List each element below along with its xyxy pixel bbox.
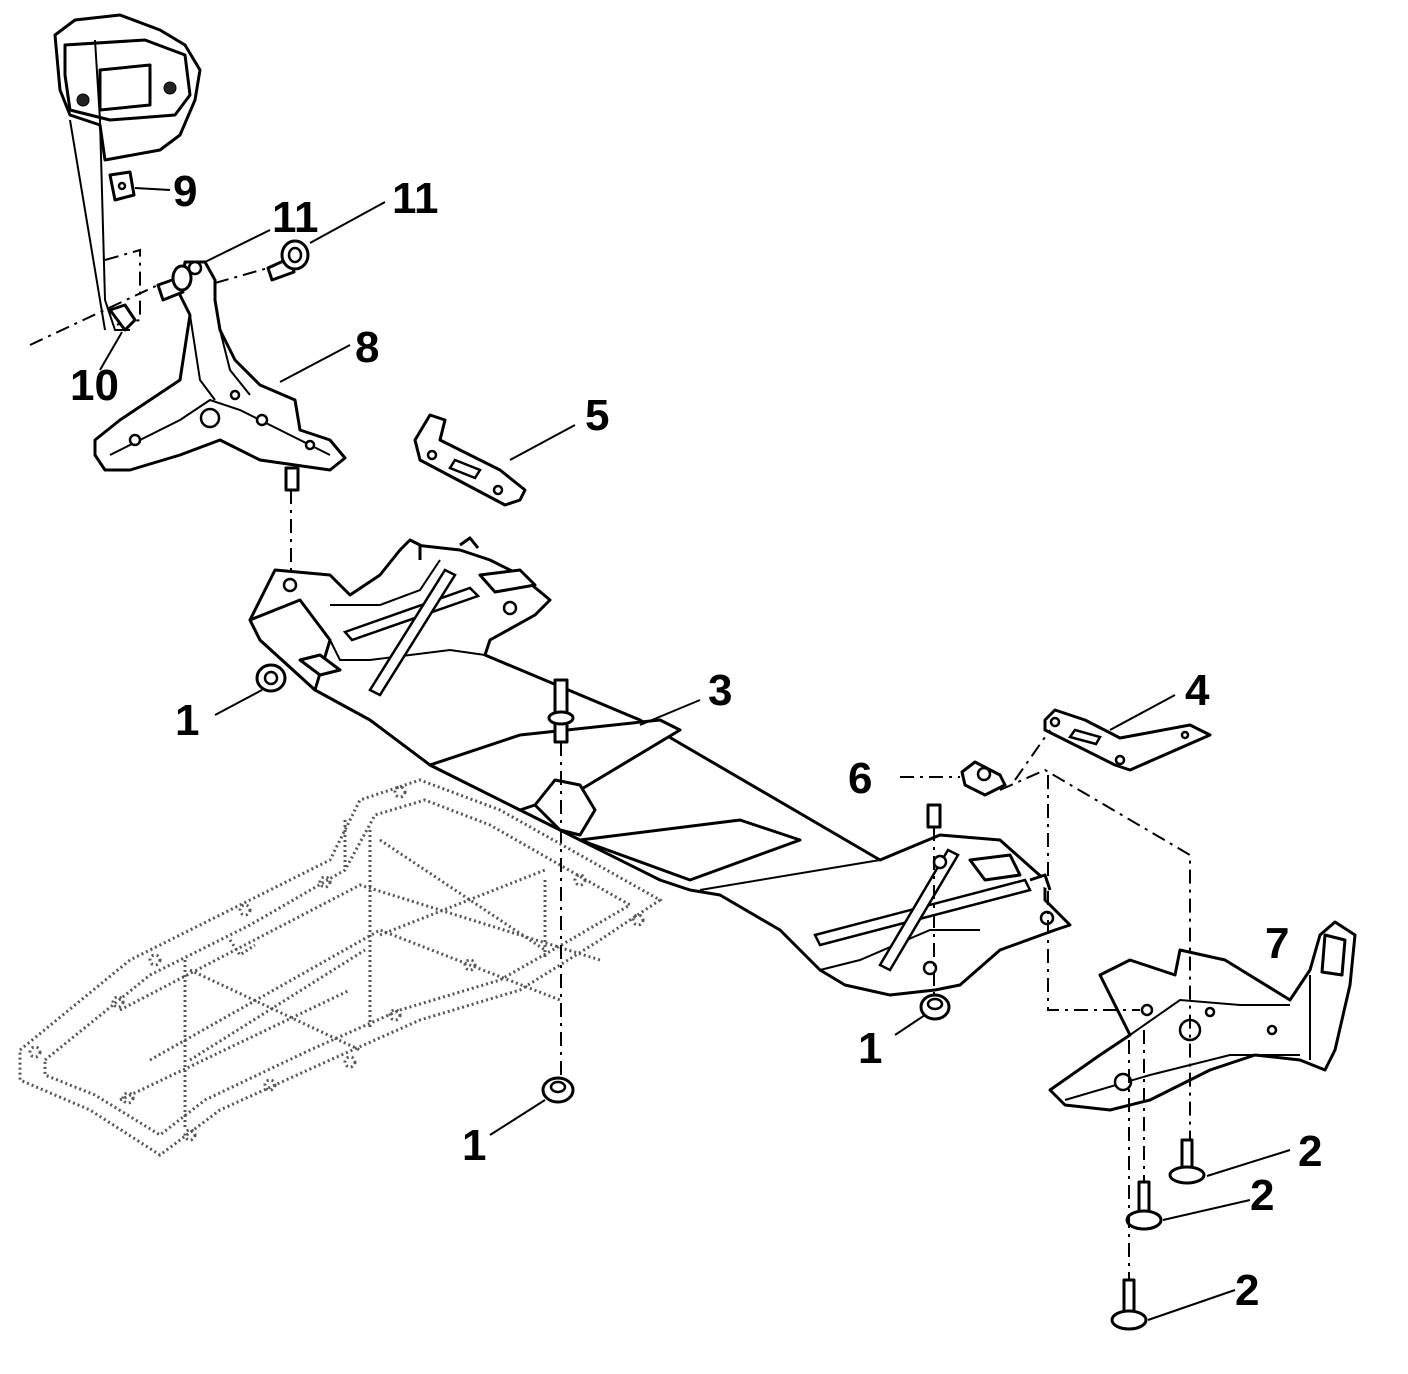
stud-left [284, 466, 300, 492]
screw-part-2-upper [1168, 1138, 1206, 1185]
callout-6: 6 [848, 754, 872, 803]
nut-part-1-center [541, 1076, 575, 1104]
callout-11-left: 11 [272, 193, 319, 242]
plate-part-5 [413, 413, 527, 507]
clip-nut-part-6 [960, 760, 1007, 797]
stud-center [547, 678, 575, 744]
stud-right [926, 803, 942, 829]
inset-body-panel [53, 13, 202, 331]
callout-1-left: 1 [175, 696, 199, 745]
callout-1-center: 1 [462, 1121, 486, 1170]
callout-2-lower: 2 [1235, 1266, 1259, 1315]
callout-11-right: 11 [392, 174, 439, 223]
clip-part-9 [108, 170, 136, 202]
tab-part-10 [108, 303, 137, 332]
callout-2-middle: 2 [1250, 1171, 1274, 1220]
bracket-part-8 [93, 260, 347, 472]
screw-part-11 [266, 239, 310, 282]
skid-plate-part-3 [248, 536, 1072, 997]
nut-part-1-right [919, 993, 951, 1021]
callout-4: 4 [1185, 666, 1210, 715]
plate-part-4 [1043, 708, 1212, 772]
callout-10: 10 [70, 361, 119, 410]
callout-labels: 1 1 1 2 2 2 3 4 5 6 7 8 9 10 11 11 [70, 167, 1322, 1315]
callout-2-upper: 2 [1298, 1127, 1322, 1176]
callout-3: 3 [708, 666, 732, 715]
callout-9: 9 [173, 167, 197, 216]
stud-part-11 [156, 264, 193, 302]
callout-7: 7 [1265, 919, 1289, 968]
leader-lines [99, 187, 1291, 1321]
screw-part-2-middle [1125, 1180, 1163, 1231]
nut-part-1-left [255, 663, 287, 693]
vehicle-frame-reference [18, 778, 663, 1157]
screw-part-2-lower [1110, 1278, 1148, 1331]
assembly-lines [29, 267, 1191, 1280]
callout-5: 5 [585, 391, 609, 440]
bracket-part-7 [1048, 920, 1357, 1112]
callout-1-right: 1 [858, 1024, 882, 1073]
callout-8: 8 [355, 323, 379, 372]
